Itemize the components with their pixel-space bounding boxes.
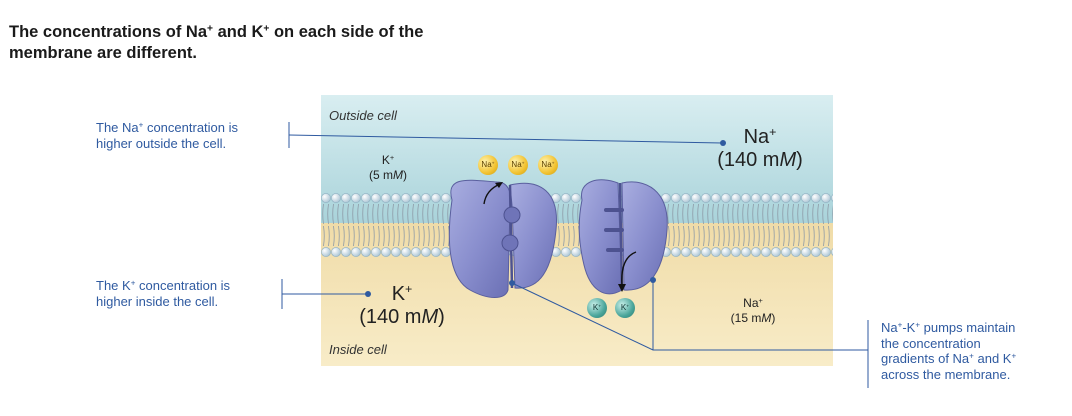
inside-cell-label: Inside cell bbox=[329, 342, 387, 357]
annotation-na-outside: The Na+ concentration is higher outside … bbox=[96, 120, 239, 151]
na-ion-ball: Na+ bbox=[538, 155, 558, 175]
na-ion-ball: Na+ bbox=[508, 155, 528, 175]
annotation-pumps: Na+-K+ pumps maintain the concentration … bbox=[881, 320, 1017, 382]
figure-title: The concentrations of Na+ and K+ on each… bbox=[9, 23, 424, 62]
na-k-pump-left bbox=[448, 179, 557, 298]
annotation-k-inside: The K+ concentration is higher inside th… bbox=[96, 278, 231, 309]
na-k-pump-right bbox=[578, 179, 668, 295]
na-ion-ball: Na+ bbox=[478, 155, 498, 175]
k-ion-ball: K+ bbox=[615, 298, 635, 318]
outside-cell-label: Outside cell bbox=[329, 108, 397, 123]
na-inside-concentration: Na+ (15 mM) bbox=[730, 295, 776, 325]
k-outside-concentration: K+ (5 mM) bbox=[369, 152, 407, 182]
leader-lines bbox=[281, 122, 869, 388]
k-inside-concentration: K+ (140 mM) bbox=[359, 282, 445, 328]
lipid-bilayer bbox=[321, 192, 833, 258]
k-ion-ball: K+ bbox=[587, 298, 607, 318]
k-entry-arrow bbox=[621, 251, 637, 287]
na-outside-concentration: Na+ (140 mM) bbox=[717, 125, 803, 171]
